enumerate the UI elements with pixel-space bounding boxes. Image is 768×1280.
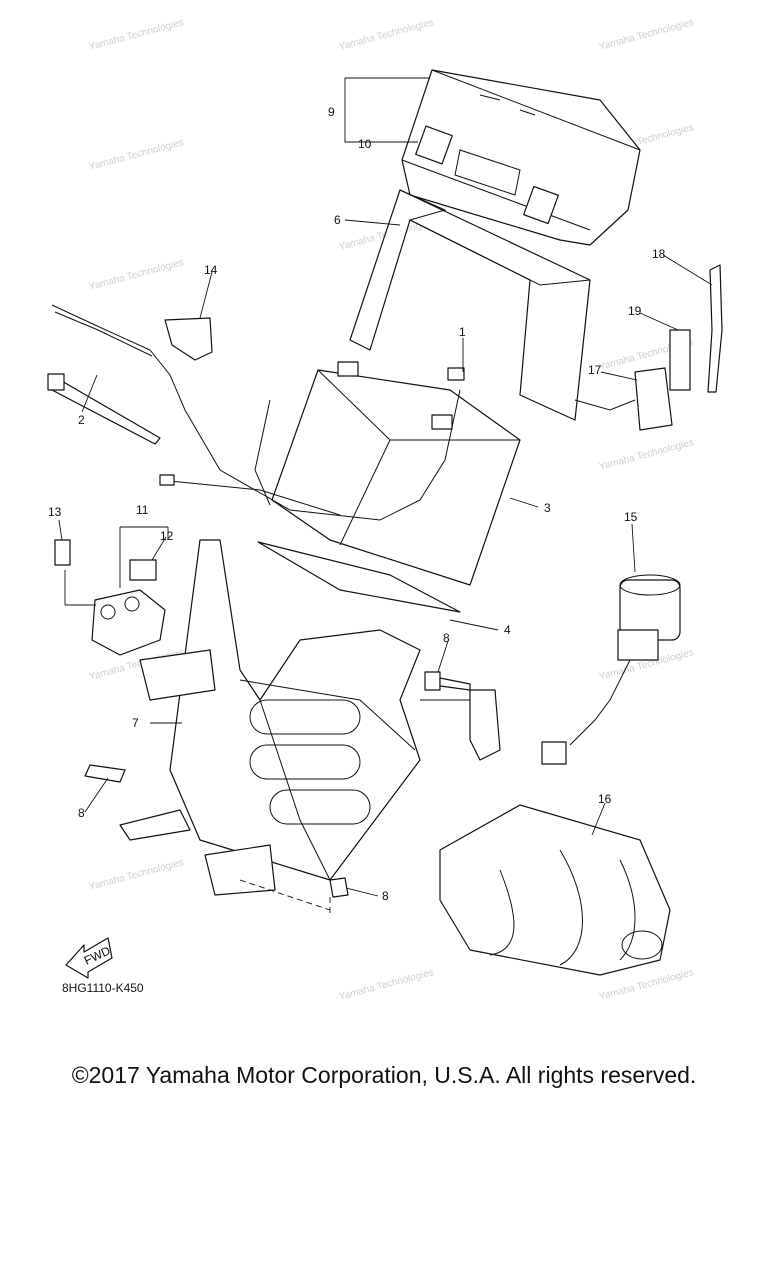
cable-tie	[707, 264, 723, 393]
watermark: Yamaha Technologies	[88, 257, 185, 293]
callout-1: 1	[459, 325, 466, 339]
watermark: Yamaha Technologies	[88, 17, 185, 53]
callouts: 9 10 6 1 2 3 4 14 7 8 8 8 11 12 13 15 16…	[48, 105, 666, 903]
battery	[271, 361, 521, 586]
watermark: Yamaha Technologies	[598, 17, 695, 53]
callout-11: 11	[136, 503, 149, 517]
callout-8a: 8	[443, 631, 450, 645]
watermark: Yamaha Technologies	[598, 437, 695, 473]
bolts	[239, 671, 471, 915]
watermark: Yamaha Technologies	[88, 137, 185, 173]
callout-8b: 8	[382, 889, 389, 903]
callout-17: 17	[588, 363, 602, 377]
strip	[669, 329, 691, 391]
callout-15: 15	[624, 510, 638, 524]
callout-9: 9	[328, 105, 335, 119]
callout-13: 13	[48, 505, 62, 519]
switch-assembly	[574, 367, 673, 431]
callout-6: 7	[132, 716, 139, 730]
copyright-notice: ©2017 Yamaha Motor Corporation, U.S.A. A…	[71, 1062, 697, 1088]
callout-10: 10	[358, 137, 372, 151]
callout-19: 19	[628, 304, 642, 318]
battery-cover	[401, 69, 641, 246]
starter-relay	[54, 526, 169, 656]
watermark: Yamaha Technologies	[88, 857, 185, 893]
callout-16: 16	[598, 792, 612, 806]
battery-leads	[47, 304, 465, 521]
callout-3: 3	[544, 501, 551, 515]
battery-bracket	[119, 539, 501, 896]
power-socket	[541, 574, 681, 765]
battery-band	[349, 189, 591, 421]
parts-diagram: Yamaha Technologies Yamaha Technologies …	[47, 17, 723, 1003]
callout-12: 12	[160, 529, 174, 543]
callout-4: 4	[504, 623, 511, 637]
callout-18: 18	[652, 247, 666, 261]
rubber-tube	[84, 764, 126, 783]
watermark: Yamaha Technologies	[338, 17, 435, 53]
callout-2: 2	[78, 413, 85, 427]
battery-pad	[257, 541, 461, 613]
callout-5: 6	[334, 213, 341, 227]
diagram-code: 8HG1110-K450	[62, 981, 144, 995]
leader-lines	[58, 77, 713, 897]
clamp	[164, 317, 213, 361]
callout-14: 14	[204, 263, 218, 277]
watermark: Yamaha Technologies	[338, 967, 435, 1003]
fwd-arrow-icon: FWD	[65, 937, 113, 979]
callout-7: 8	[78, 806, 85, 820]
cover	[439, 804, 671, 976]
